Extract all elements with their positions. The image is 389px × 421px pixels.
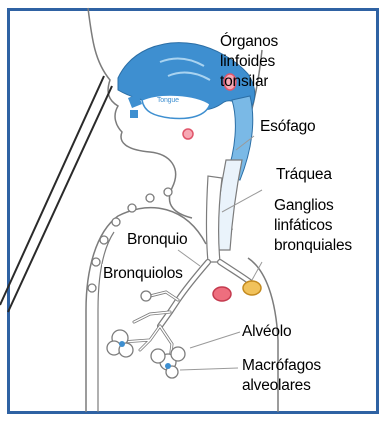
bronchial-lymph-node bbox=[243, 281, 261, 295]
label-organos-line3: tonsilar bbox=[220, 72, 268, 88]
stylus-line bbox=[0, 76, 104, 305]
alveolus bbox=[171, 347, 185, 361]
rib bbox=[112, 218, 120, 226]
tonsil-lymph-lower bbox=[183, 129, 193, 139]
stylus-line bbox=[8, 86, 112, 312]
alveolo-pointer bbox=[190, 332, 240, 348]
label-organos-line2: linfoides bbox=[220, 52, 275, 71]
label-alveolo: Alvéolo bbox=[242, 322, 291, 341]
rib bbox=[100, 236, 108, 244]
label-bronquio: Bronquio bbox=[126, 230, 188, 249]
label-ganglios-line1: Ganglios bbox=[274, 196, 334, 215]
rib bbox=[164, 188, 172, 196]
label-organos-line1: Órganos bbox=[220, 32, 278, 51]
label-bronquiolos: Bronquiolos bbox=[102, 264, 184, 283]
macrophage bbox=[165, 363, 171, 369]
label-traquea: Tráquea bbox=[276, 165, 332, 184]
label-ganglios-line2: linfáticos bbox=[274, 216, 332, 235]
label-esofago: Esófago bbox=[260, 117, 315, 136]
alveolus bbox=[141, 291, 151, 301]
lung-inner bbox=[98, 232, 114, 412]
alveolus bbox=[151, 349, 165, 363]
label-tongue: Tongue bbox=[157, 97, 179, 105]
rib bbox=[128, 204, 136, 212]
label-ganglios-line3: bronquiales bbox=[274, 236, 352, 253]
bronchus-right-inner bbox=[220, 262, 250, 282]
macrofagos-pointer bbox=[180, 368, 238, 370]
label-macrofagos-line2: alveolares bbox=[242, 376, 311, 395]
rib bbox=[146, 194, 154, 202]
bronchial-lymph-node-red bbox=[213, 287, 231, 301]
label-macrofagos-line1: Macrófagos bbox=[242, 356, 321, 375]
rib bbox=[88, 284, 96, 292]
rib bbox=[92, 258, 100, 266]
macrophage bbox=[119, 341, 125, 347]
